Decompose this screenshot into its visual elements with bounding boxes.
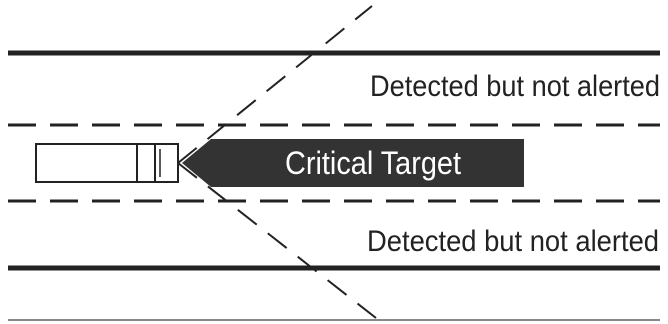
critical-target-label: Critical Target — [285, 145, 461, 181]
lower-lane-label: Detected but not alerted — [367, 225, 659, 258]
detection-zone-lower-boundary — [177, 162, 377, 319]
upper-lane-label: Detected but not alerted — [370, 70, 660, 103]
critical-target-arrow — [182, 139, 524, 187]
detection-zone-upper-boundary — [177, 5, 373, 164]
truck-cab — [136, 143, 179, 183]
truck-icon — [35, 143, 179, 183]
truck-trailer — [35, 143, 138, 183]
